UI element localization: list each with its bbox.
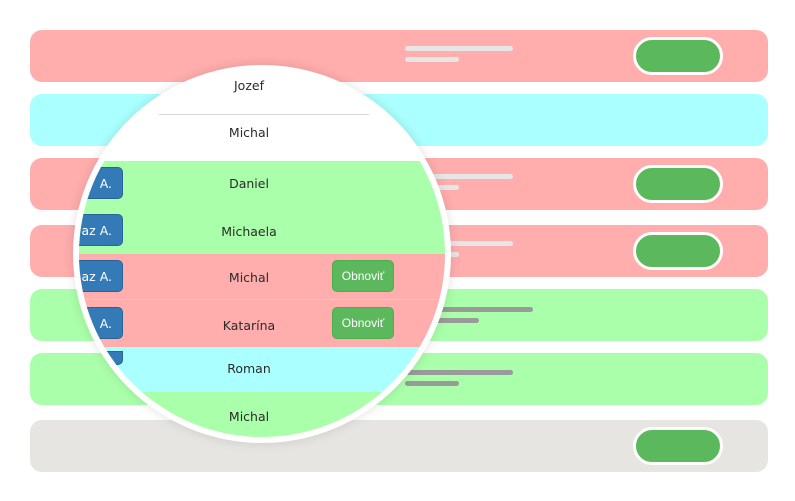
magnifier-lens: Jozef Michal A. Daniel az A. Michaela az… bbox=[79, 71, 445, 437]
row-divider bbox=[159, 114, 369, 115]
magnified-row-6[interactable]: A. Katarína Obnoviť bbox=[79, 299, 445, 348]
person-name: Katarína bbox=[222, 318, 276, 333]
text-placeholder-line bbox=[405, 46, 513, 51]
text-placeholder-line bbox=[405, 241, 513, 246]
text-placeholder-line bbox=[405, 370, 513, 375]
magnified-row-1[interactable]: Jozef bbox=[79, 71, 445, 115]
magnified-row-8[interactable]: Michal bbox=[79, 392, 445, 437]
person-name: Jozef bbox=[234, 78, 264, 93]
row-action-pill-button[interactable] bbox=[633, 232, 723, 270]
renew-button[interactable]: Obnoviť bbox=[332, 260, 394, 292]
magnified-row-3[interactable]: A. Daniel bbox=[79, 161, 445, 205]
assign-button[interactable]: A. bbox=[79, 307, 123, 339]
row-action-pill-button[interactable] bbox=[633, 165, 723, 203]
row-action-pill-button[interactable] bbox=[633, 37, 723, 75]
magnified-row-5[interactable]: az A. Michal Obnoviť bbox=[79, 254, 445, 299]
person-name: Michaela bbox=[221, 224, 277, 239]
text-placeholder-line bbox=[405, 174, 513, 179]
person-name: Roman bbox=[227, 361, 271, 376]
text-placeholder-line bbox=[405, 57, 459, 62]
assign-button[interactable]: az A. bbox=[79, 260, 123, 292]
magnified-row-7[interactable]: Roman bbox=[79, 347, 445, 392]
magnified-row-2[interactable]: Michal bbox=[79, 115, 445, 161]
person-name: Daniel bbox=[229, 176, 269, 191]
text-placeholder-line bbox=[405, 307, 533, 312]
renew-button[interactable]: Obnoviť bbox=[332, 307, 394, 339]
assign-button[interactable]: A. bbox=[79, 167, 123, 199]
row-action-pill-button[interactable] bbox=[633, 427, 723, 465]
person-name: Michal bbox=[228, 270, 270, 285]
assign-button[interactable]: az A. bbox=[79, 214, 123, 246]
assign-button[interactable] bbox=[79, 351, 123, 365]
magnified-row-4[interactable]: az A. Michaela bbox=[79, 205, 445, 255]
person-name: Michal bbox=[228, 125, 270, 140]
person-name: Michal bbox=[228, 409, 270, 424]
